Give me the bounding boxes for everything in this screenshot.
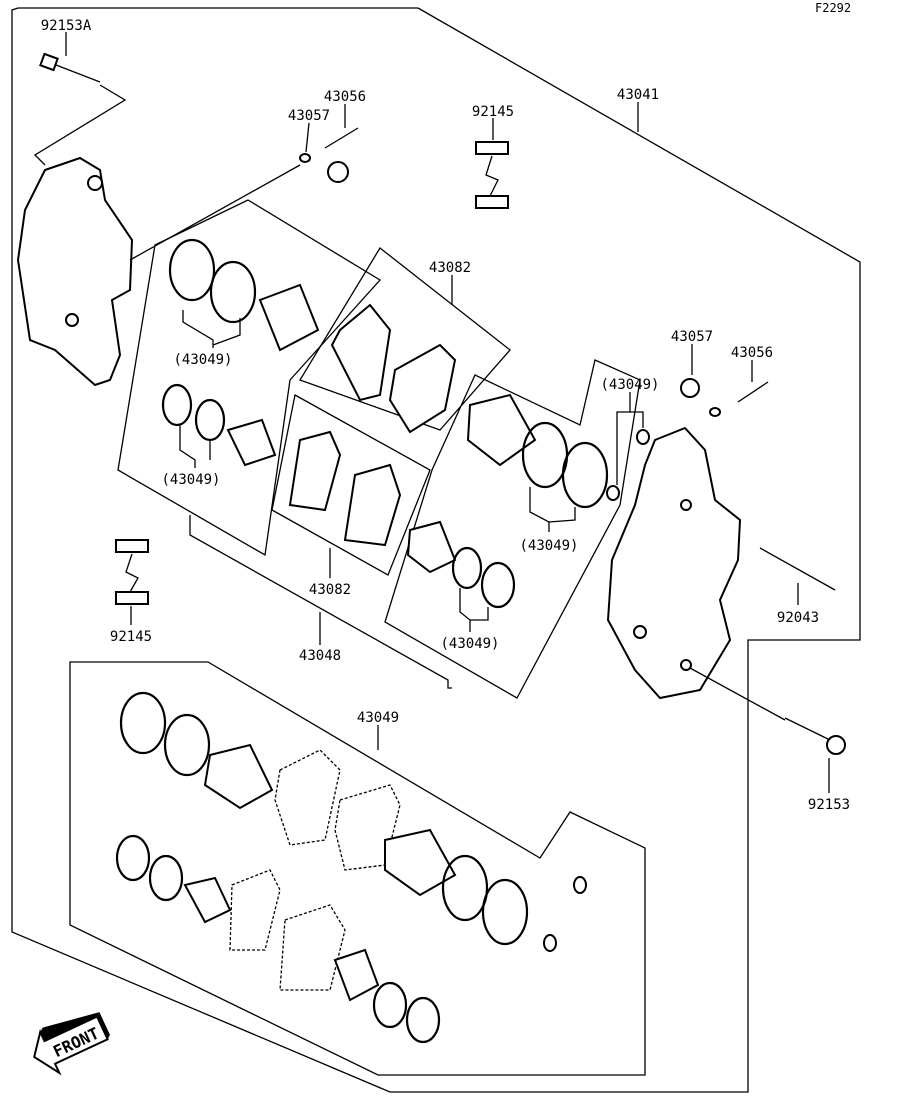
label-92153: 92153 xyxy=(808,797,850,813)
label-43082-bottom: 43082 xyxy=(309,582,351,598)
label-43048: 43048 xyxy=(299,648,341,664)
bleeder-right-part xyxy=(680,378,769,417)
diagram-code: F2292 xyxy=(815,1,851,15)
bleeder-top-part xyxy=(299,127,359,183)
label-43049-e: (43049) xyxy=(440,636,499,652)
pad-set-outline-top xyxy=(299,247,511,431)
bolt-92153a-part xyxy=(39,52,101,83)
label-43041: 43041 xyxy=(617,87,659,103)
label-43049-c: (43049) xyxy=(161,472,220,488)
caliper-bracket-part xyxy=(16,156,134,387)
label-43057-top: 43057 xyxy=(288,108,330,124)
pad-pin-part xyxy=(759,547,836,591)
piston-kit-outline-right xyxy=(384,359,641,699)
caliper-body-part xyxy=(606,426,742,700)
label-92145-left: 92145 xyxy=(110,629,152,645)
label-43049-b: (43049) xyxy=(600,377,659,393)
pad-set-outline-bottom xyxy=(271,393,431,576)
label-43049-a: (43049) xyxy=(173,352,232,368)
piston-kit-outline-left xyxy=(117,199,382,557)
bolt-92153-part xyxy=(784,717,846,755)
caliper-assembly-outline xyxy=(11,7,861,1093)
leader-lines xyxy=(33,32,830,793)
pin-top-part xyxy=(475,141,509,209)
label-92153a: 92153A xyxy=(41,18,92,34)
label-43082-top: 43082 xyxy=(429,260,471,276)
label-43049: 43049 xyxy=(357,710,399,726)
seal-kit-outline xyxy=(69,661,646,1076)
label-43057-right: 43057 xyxy=(671,329,713,345)
label-43049-d: (43049) xyxy=(519,538,578,554)
piston-kit-bracket xyxy=(189,515,452,689)
label-92145-top: 92145 xyxy=(472,104,514,120)
label-43056-top: 43056 xyxy=(324,89,366,105)
label-43056-right: 43056 xyxy=(731,345,773,361)
pin-left-part xyxy=(115,539,149,605)
label-92043: 92043 xyxy=(777,610,819,626)
front-arrow-icon: FRONT xyxy=(33,1012,110,1076)
